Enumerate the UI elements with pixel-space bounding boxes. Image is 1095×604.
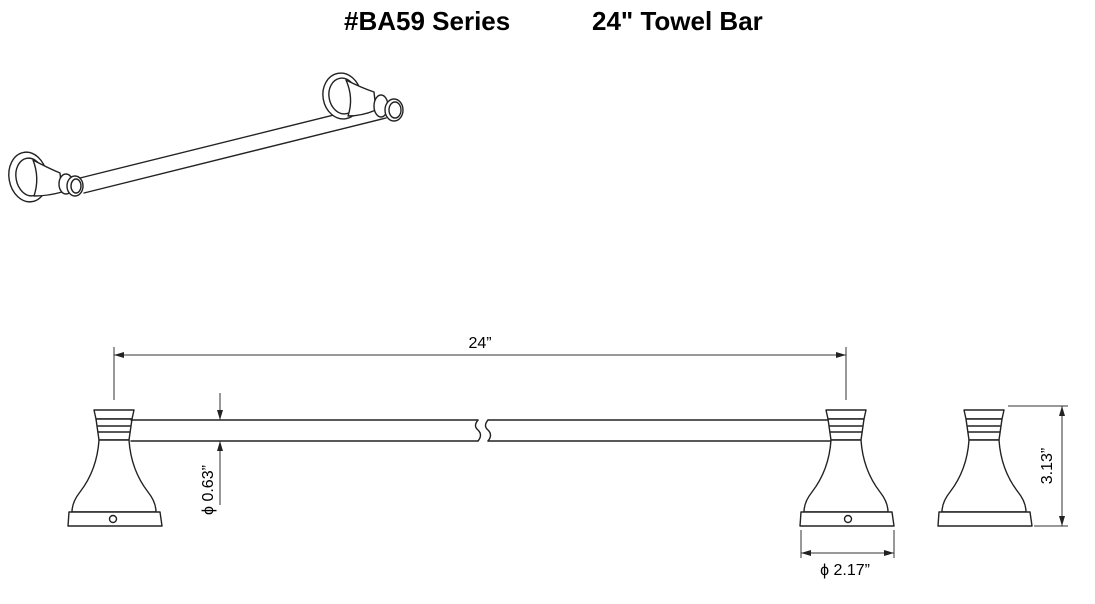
right-mount-iso (322, 72, 404, 122)
side-view: 3.13” (937, 405, 1068, 527)
bar-diameter-label: ϕ 0.63” (200, 465, 217, 515)
bar-diameter-dimension: ϕ 0.63” (200, 393, 223, 515)
bar-iso (79, 102, 387, 194)
left-mount-iso (8, 151, 84, 203)
front-view: 24” (67, 335, 895, 579)
bar-right-segment (487, 419, 833, 442)
bar-left-segment (130, 419, 479, 442)
height-dimension: 3.13” (1008, 405, 1068, 527)
left-post (67, 409, 163, 527)
right-post (799, 409, 895, 527)
series-title: #BA59 Series (344, 6, 511, 36)
product-title: 24" Towel Bar (592, 6, 763, 36)
length-dimension-label: 24” (468, 335, 491, 352)
height-label: 3.13” (1039, 448, 1056, 484)
base-diameter-dimension: ϕ 2.17” (800, 530, 895, 579)
base-diameter-label: ϕ 2.17” (820, 562, 870, 579)
length-dimension: 24” (113, 335, 847, 400)
isometric-view (8, 72, 404, 203)
